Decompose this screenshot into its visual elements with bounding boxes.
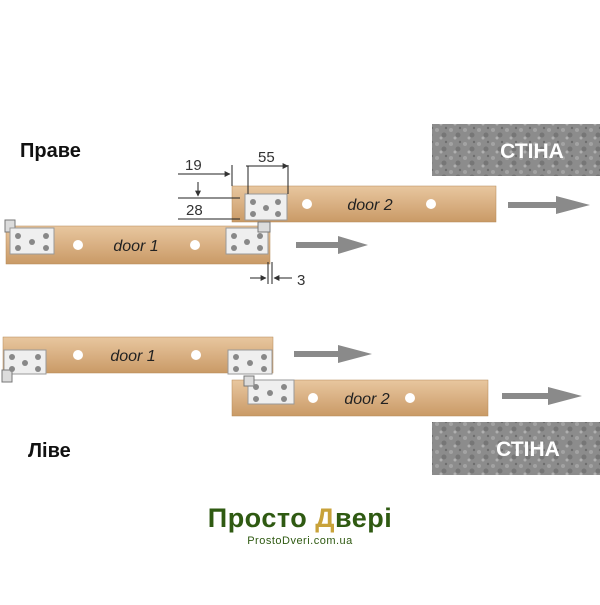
door-1-label: door 1 (110, 348, 155, 365)
screw (22, 360, 28, 366)
screw (15, 233, 21, 239)
door-2-label: door 2 (347, 197, 392, 214)
dim-55-label: 55 (258, 149, 275, 166)
wall-top: СТІНА (432, 124, 600, 176)
screw (250, 199, 256, 205)
screw (233, 366, 239, 372)
screw (43, 233, 49, 239)
screw (9, 366, 15, 372)
screw (29, 239, 35, 245)
screw (250, 211, 256, 217)
door-1-label: door 1 (113, 238, 158, 255)
dim-19-label: 19 (185, 157, 202, 174)
screw (231, 233, 237, 239)
hole (73, 350, 83, 360)
left-title: Ліве (28, 440, 71, 462)
screw (244, 239, 250, 245)
screw (35, 366, 41, 372)
dimension-annotations (178, 163, 292, 284)
door-1-bottom: door 1 (1, 336, 274, 383)
hole (426, 199, 436, 209)
hole (190, 240, 200, 250)
screw (233, 354, 239, 360)
door-2-label: door 2 (344, 391, 389, 408)
logo-text-part: вері (334, 503, 393, 533)
right-title: Праве (20, 140, 81, 162)
screw (275, 199, 281, 205)
screw (253, 396, 259, 402)
hinge-tab (243, 375, 255, 387)
hole (191, 350, 201, 360)
screw (35, 354, 41, 360)
direction-arrows-bottom (294, 345, 582, 405)
screw (257, 233, 263, 239)
logo-text-part: Просто (207, 503, 316, 533)
hinge-tab (257, 221, 271, 233)
direction-arrows-top (296, 196, 590, 254)
wall-texture (432, 124, 600, 176)
hole (405, 393, 415, 403)
door-1-top: door 1 (4, 219, 271, 265)
brand-logo: Просто Двері (0, 503, 600, 534)
screw (231, 245, 237, 251)
screw (43, 245, 49, 251)
hole (302, 199, 312, 209)
arrow-right-icon (502, 387, 582, 405)
door-2-top: door 2 (231, 185, 497, 223)
screw (267, 390, 273, 396)
screw (281, 384, 287, 390)
screw (275, 211, 281, 217)
dim-28-label: 28 (186, 202, 203, 219)
dim-3-label: 3 (297, 272, 305, 289)
screw (261, 354, 267, 360)
arrow-right-icon (294, 345, 372, 363)
wall-texture (432, 422, 600, 475)
hole (73, 240, 83, 250)
logo-accent-letter: Д (315, 503, 335, 533)
screw (247, 360, 253, 366)
screw (15, 245, 21, 251)
wall-label: СТІНА (500, 140, 564, 163)
screw (253, 384, 259, 390)
screw (261, 366, 267, 372)
arrow-right-icon (296, 236, 368, 254)
screw (257, 245, 263, 251)
screw (9, 354, 15, 360)
wall-label: СТІНА (496, 438, 560, 461)
screw (281, 396, 287, 402)
door-2-bottom: door 2 (231, 375, 489, 417)
wall-bottom: СТІНА (432, 422, 600, 475)
hole (308, 393, 318, 403)
screw (263, 205, 269, 211)
brand-url: ProstoDveri.com.ua (247, 535, 353, 547)
arrow-right-icon (508, 196, 590, 214)
hinge-tab (1, 369, 13, 383)
